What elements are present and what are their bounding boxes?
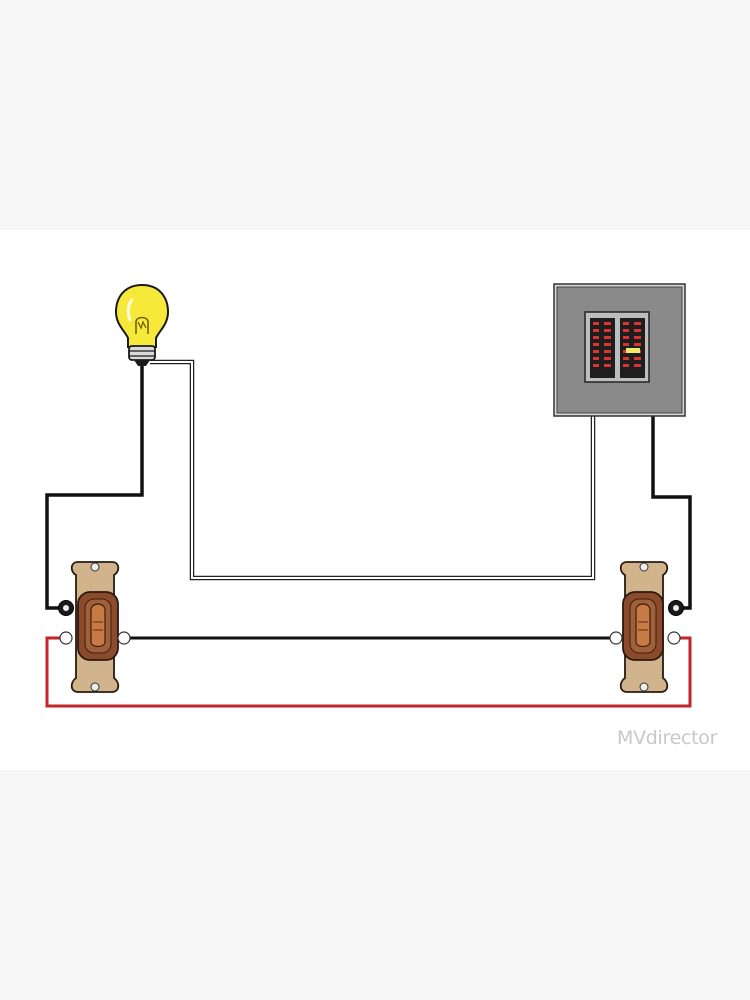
breaker-panel-icon: [553, 283, 686, 417]
light-bulb-icon: [114, 283, 170, 366]
neutral-wire: [150, 359, 596, 581]
red-traveler-wire: [45, 636, 692, 708]
poster-area: MVdirector: [0, 230, 750, 770]
left-three-way-switch-icon: [58, 561, 131, 693]
watermark-text: MVdirector: [617, 727, 718, 749]
wiring-diagram: [45, 283, 692, 708]
black-wire-bulb-to-left-switch: [45, 362, 144, 610]
black-wire-panel-to-right-switch: [651, 415, 692, 610]
right-three-way-switch-icon: [609, 561, 684, 693]
